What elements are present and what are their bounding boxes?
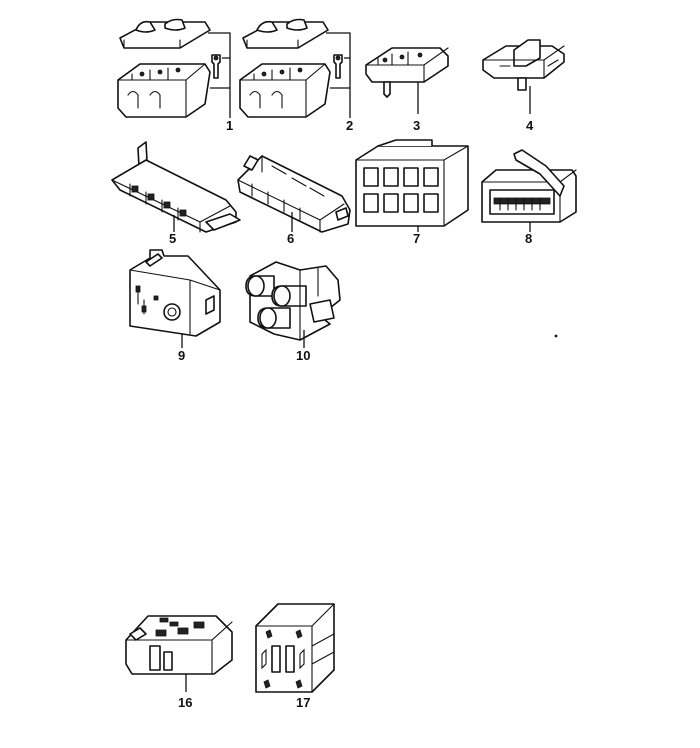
part-5-label: 5 bbox=[169, 231, 176, 246]
part-16-label: 16 bbox=[178, 695, 192, 710]
part-2-housing bbox=[239, 63, 331, 118]
print-speck bbox=[554, 334, 558, 338]
part-17: 17 bbox=[255, 603, 335, 710]
part-7-label: 7 bbox=[413, 231, 420, 246]
part-1: 1 bbox=[117, 18, 233, 133]
part-4-label: 4 bbox=[526, 118, 534, 133]
part-1-leader bbox=[208, 32, 231, 118]
part-2-label: 2 bbox=[346, 118, 353, 133]
part-2-leader bbox=[326, 32, 351, 118]
part-8-label: 8 bbox=[525, 231, 532, 246]
part-3-label: 3 bbox=[413, 118, 420, 133]
part-1-lid bbox=[119, 18, 211, 49]
part-3: 3 bbox=[365, 47, 449, 133]
part-4: 4 bbox=[482, 39, 565, 133]
part-2: 2 bbox=[239, 18, 353, 133]
part-8: 8 bbox=[481, 149, 577, 246]
part-10-label: 10 bbox=[296, 348, 310, 363]
part-9: 9 bbox=[129, 249, 221, 363]
part-17-label: 17 bbox=[296, 695, 310, 710]
part-1-pin bbox=[211, 54, 221, 79]
part-9-label: 9 bbox=[178, 348, 185, 363]
part-16: 16 bbox=[125, 615, 233, 710]
part-1-label: 1 bbox=[226, 118, 233, 133]
part-2-pin bbox=[333, 54, 343, 79]
part-2-lid bbox=[242, 18, 329, 49]
part-6-label: 6 bbox=[287, 231, 294, 246]
part-10: 10 bbox=[245, 261, 341, 363]
part-6: 6 bbox=[237, 155, 351, 246]
part-7: 7 bbox=[355, 139, 469, 246]
part-1-housing bbox=[117, 63, 211, 118]
part-5: 5 bbox=[111, 141, 241, 246]
